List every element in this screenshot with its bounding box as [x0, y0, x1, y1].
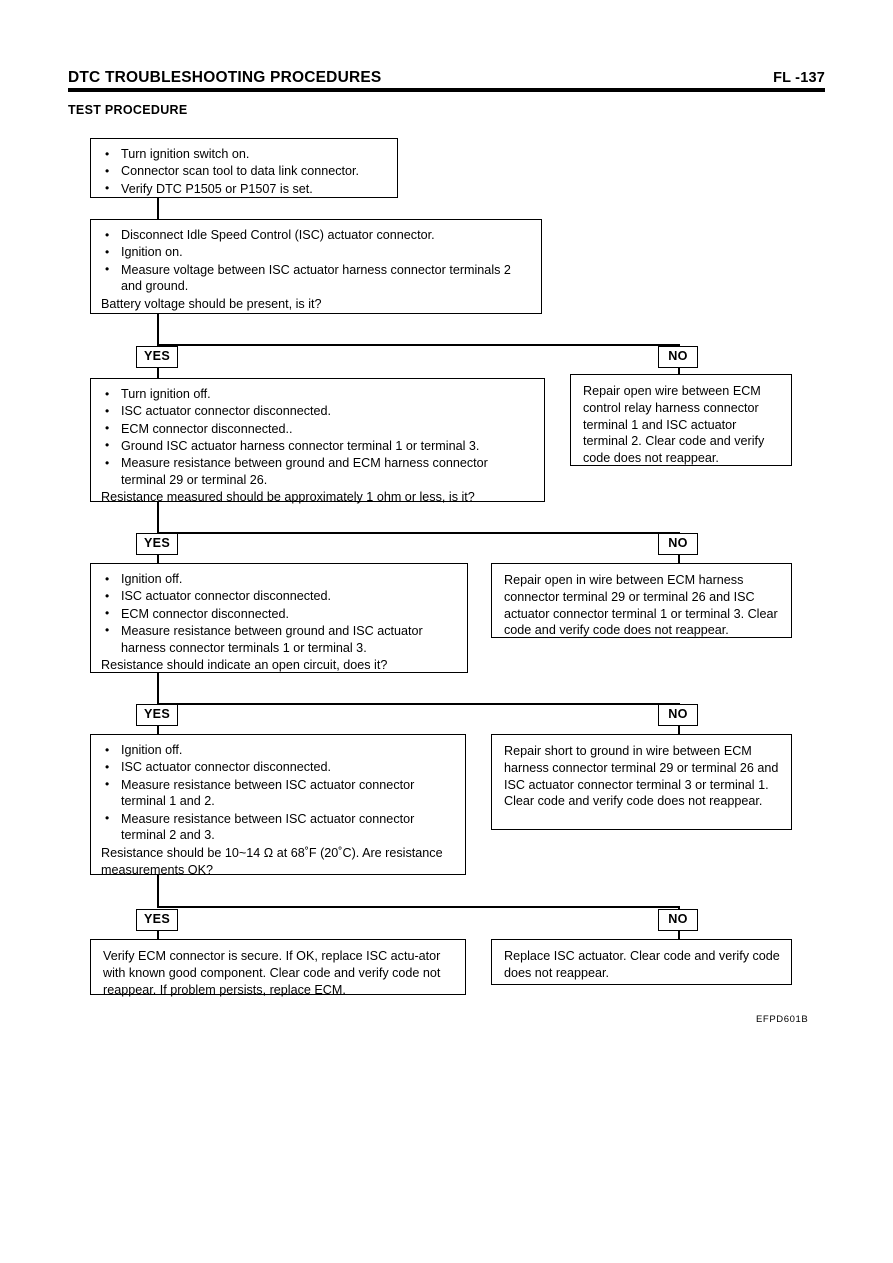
- repair2-text: Repair open in wire between ECM harness …: [504, 573, 778, 638]
- figure-reference-code: EFPD601B: [756, 1014, 809, 1025]
- branch4-yes-drop: [157, 931, 159, 941]
- step3-question: Resistance measured should be approximat…: [101, 490, 475, 505]
- list-item: ISC actuator connector disconnected.: [101, 403, 534, 420]
- list-item: Measure resistance between ground and EC…: [101, 455, 534, 489]
- step4-bullet-list: Ignition off. ISC actuator connector dis…: [101, 571, 457, 656]
- step4-question: Resistance should indicate an open circu…: [101, 657, 388, 672]
- branch1-yes-drop: [157, 368, 159, 380]
- flow-box-step5: Ignition off. ISC actuator connector dis…: [90, 734, 466, 877]
- flow-box-step1: Turn ignition switch on. Connector scan …: [90, 138, 398, 198]
- branch3-yes-drop: [157, 726, 159, 735]
- branch1-no-tag: NO: [658, 346, 698, 368]
- step5-question: Resistance should be 10~14 Ω at 68˚F (20…: [101, 845, 443, 877]
- repair4-text: Replace ISC actuator. Clear code and ver…: [504, 949, 780, 980]
- branch1-yes-tag: YES: [136, 346, 178, 368]
- branch3-stem: [157, 673, 159, 705]
- flow-box-step3: Turn ignition off. ISC actuator connecto…: [90, 378, 545, 504]
- list-item: Verify DTC P1505 or P1507 is set.: [101, 180, 387, 198]
- list-item: Turn ignition off.: [101, 386, 534, 403]
- branch4-no-stem: [678, 906, 680, 910]
- branch2-no-tag: NO: [658, 533, 698, 555]
- branch2-stem: [157, 502, 159, 534]
- result-yes-text: Verify ECM connector is secure. If OK, r…: [103, 949, 441, 997]
- branch1-stem: [157, 314, 159, 346]
- branch4-no-tag: NO: [658, 909, 698, 931]
- branch2-horizontal: [157, 532, 680, 534]
- list-item: ISC actuator connector disconnected.: [101, 588, 457, 605]
- branch4-horizontal: [157, 906, 680, 908]
- branch3-yes-tag: YES: [136, 704, 178, 726]
- branch4-yes-tag: YES: [136, 909, 178, 931]
- flow-box-result-yes: Verify ECM connector is secure. If OK, r…: [90, 939, 466, 997]
- branch2-no-drop: [678, 555, 680, 564]
- flow-box-repair4: Replace ISC actuator. Clear code and ver…: [491, 939, 792, 985]
- branch4-stem: [157, 875, 159, 908]
- page-title: DTC TROUBLESHOOTING PROCEDURES: [68, 68, 382, 86]
- step2-bullet-list: Disconnect Idle Speed Control (ISC) actu…: [101, 227, 531, 295]
- list-item: Ignition off.: [101, 742, 455, 759]
- branch4-no-drop: [678, 931, 680, 941]
- branch3-horizontal: [157, 703, 680, 705]
- header-divider-rule: [68, 88, 825, 92]
- step5-bullet-list: Ignition off. ISC actuator connector dis…: [101, 742, 455, 844]
- list-item: Measure resistance between ISC actuator …: [101, 810, 455, 845]
- branch1-horizontal: [157, 344, 680, 346]
- page-number-ref: FL -137: [773, 69, 825, 86]
- flow-box-repair1: Repair open wire between ECM control rel…: [570, 374, 792, 466]
- branch3-no-tag: NO: [658, 704, 698, 726]
- branch1-no-drop: [678, 368, 680, 376]
- list-item: Ignition off.: [101, 571, 457, 588]
- branch2-yes-drop: [157, 555, 159, 564]
- flow-box-repair2: Repair open in wire between ECM harness …: [491, 563, 792, 638]
- list-item: Measure voltage between ISC actuator har…: [101, 261, 531, 296]
- flow-box-step4: Ignition off. ISC actuator connector dis…: [90, 563, 468, 673]
- list-item: Turn ignition switch on.: [101, 146, 387, 163]
- repair3-line1: Repair short to ground in wire between E…: [504, 744, 779, 792]
- list-item: Connector scan tool to data link connect…: [101, 163, 387, 180]
- list-item: ECM connector disconnected..: [101, 420, 534, 438]
- section-subtitle: TEST PROCEDURE: [68, 103, 188, 117]
- repair1-text: Repair open wire between ECM control rel…: [583, 384, 765, 466]
- list-item: Measure resistance between ISC actuator …: [101, 776, 455, 811]
- connector-step1-to-step2: [157, 198, 159, 219]
- list-item: Measure resistance between ground and IS…: [101, 622, 457, 657]
- list-item: Ground ISC actuator harness connector te…: [101, 437, 534, 455]
- flow-box-repair3: Repair short to ground in wire between E…: [491, 734, 792, 830]
- step3-bullet-list: Turn ignition off. ISC actuator connecto…: [101, 386, 534, 489]
- repair3-line2: Clear code and verify code does not reap…: [504, 794, 763, 809]
- branch2-yes-tag: YES: [136, 533, 178, 555]
- list-item: Disconnect Idle Speed Control (ISC) actu…: [101, 227, 531, 244]
- step1-bullet-list: Turn ignition switch on. Connector scan …: [101, 146, 387, 197]
- page-header: DTC TROUBLESHOOTING PROCEDURES FL -137: [68, 63, 825, 85]
- branch3-no-drop: [678, 726, 680, 735]
- list-item: ECM connector disconnected.: [101, 605, 457, 623]
- list-item: ISC actuator connector disconnected.: [101, 759, 455, 776]
- flow-box-step2: Disconnect Idle Speed Control (ISC) actu…: [90, 219, 542, 314]
- list-item: Ignition on.: [101, 244, 531, 261]
- step2-question: Battery voltage should be present, is it…: [101, 296, 322, 311]
